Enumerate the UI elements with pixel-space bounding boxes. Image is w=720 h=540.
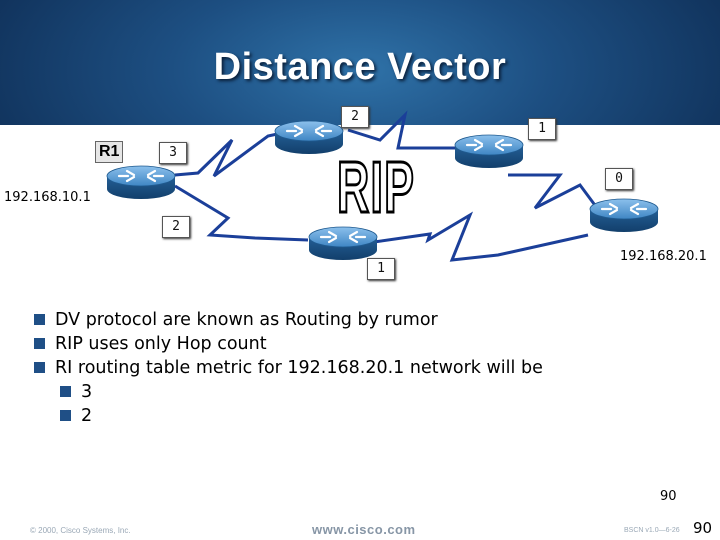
link-r1-top: [174, 131, 283, 178]
router-top-center: [273, 119, 345, 156]
hop-count-bottom-center: 1: [367, 258, 395, 280]
router-r1: [105, 164, 177, 201]
router-top-right: [453, 133, 525, 170]
bullet-item: RI routing table metric for 192.168.20.1…: [34, 356, 543, 380]
bullet-box-icon: [60, 386, 71, 397]
bullet-box-icon: [34, 314, 45, 325]
bullet-item: DV protocol are known as Routing by rumo…: [34, 308, 543, 332]
link-topright-right: [508, 173, 602, 213]
answer-option: 2: [60, 404, 543, 428]
slide-title: Distance Vector: [213, 46, 507, 88]
bullet-box-icon: [34, 362, 45, 373]
hop-count-top-center: 2: [341, 106, 369, 128]
bullet-box-icon: [60, 410, 71, 421]
link-bottom-right: [373, 211, 589, 262]
footer-copyright: © 2000, Cisco Systems, Inc.: [30, 526, 131, 535]
bullet-list: DV protocol are known as Routing by rumo…: [34, 308, 543, 428]
router-bottom-center: [307, 225, 379, 262]
hop-count-right: 0: [605, 168, 633, 190]
router-right: [588, 197, 660, 234]
bullet-box-icon: [34, 338, 45, 349]
page-number-small: 90: [660, 489, 677, 504]
footer-course-code: BSCN v1.0—6-26: [624, 527, 680, 534]
rip-graphic: RIP: [336, 148, 416, 228]
hop-count-below-r1: 2: [162, 216, 190, 238]
network-diagram: [105, 110, 660, 262]
network-ip-left: 192.168.10.1: [4, 190, 91, 205]
slide-header: Distance Vector: [0, 0, 720, 125]
router-r1-label: R1: [95, 141, 124, 163]
hop-count-r1: 3: [159, 142, 187, 164]
link-top-topright: [347, 110, 455, 150]
footer-website: www.cisco.com: [312, 522, 416, 537]
answer-option: 3: [60, 380, 543, 404]
bullet-item: RIP uses only Hop count: [34, 332, 543, 356]
hop-count-top-right: 1: [528, 118, 556, 140]
serial-links: [174, 110, 602, 262]
page-number-large: 90: [693, 519, 713, 537]
link-r1-bottom: [174, 184, 309, 242]
network-ip-right: 192.168.20.1: [620, 249, 707, 264]
